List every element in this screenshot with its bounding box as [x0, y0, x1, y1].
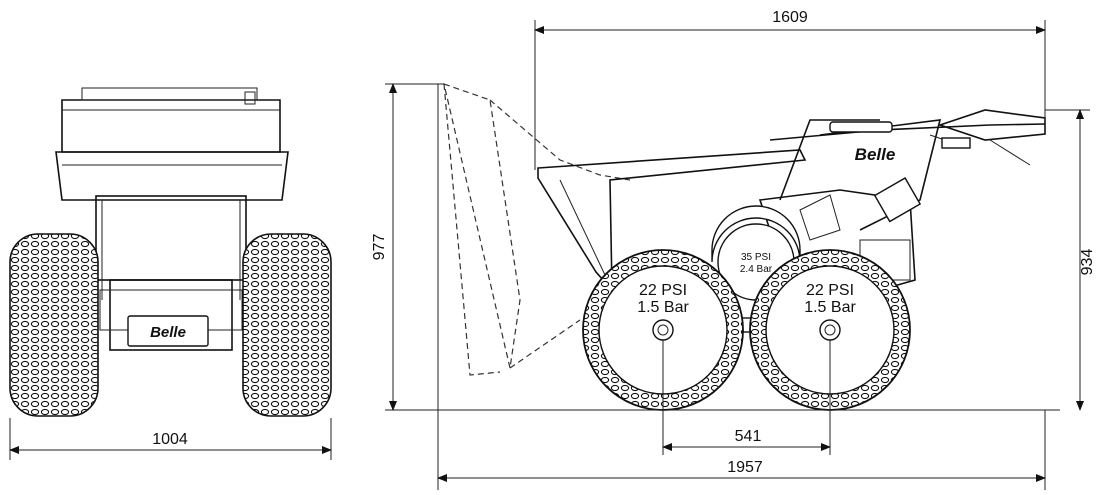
- front-hopper: [61, 99, 281, 153]
- dim-wheelbase: 541: [735, 428, 762, 445]
- front-bumper: [109, 279, 233, 351]
- side-grip: [937, 109, 1046, 141]
- tipped-hopper-outline: [443, 83, 521, 369]
- steer-pressure-psi: 35 PSI: [741, 252, 771, 263]
- drive-wheel-front: 22 PSI 1.5 Bar: [582, 249, 744, 411]
- rear-wheel-bar: 1.5 Bar: [804, 299, 856, 316]
- drive-wheel-rear: 22 PSI 1.5 Bar: [749, 249, 911, 411]
- dim-right-height: 934: [1079, 249, 1096, 276]
- dim-front-width: 1004: [152, 431, 188, 448]
- steer-pressure-bar: 2.4 Bar: [740, 264, 773, 275]
- side-view: Belle 35 PSI 2.4 Bar 22 PSI 1.5 Bar 22 P…: [371, 9, 1096, 490]
- side-hopper: [537, 149, 807, 293]
- tire-tread-icon: [9, 233, 99, 417]
- front-logo-text: Belle: [150, 324, 186, 341]
- dim-overall-bottom-length: 1957: [727, 459, 763, 476]
- front-view: Belle 1004: [9, 87, 332, 460]
- front-hopper-lip: [55, 151, 289, 201]
- dim-left-height: 977: [371, 234, 388, 261]
- rear-wheel-psi: 22 PSI: [806, 282, 854, 299]
- tire-tread-icon: [242, 233, 332, 417]
- front-wheel-psi: 22 PSI: [639, 282, 687, 299]
- dim-overall-top-length: 1609: [772, 9, 808, 26]
- front-logo-plate: [127, 315, 209, 347]
- front-chassis: [95, 195, 247, 281]
- hub-icon: [652, 319, 674, 341]
- hub-icon: [819, 319, 841, 341]
- side-logo-text: Belle: [855, 145, 896, 164]
- front-wheel-bar: 1.5 Bar: [637, 299, 689, 316]
